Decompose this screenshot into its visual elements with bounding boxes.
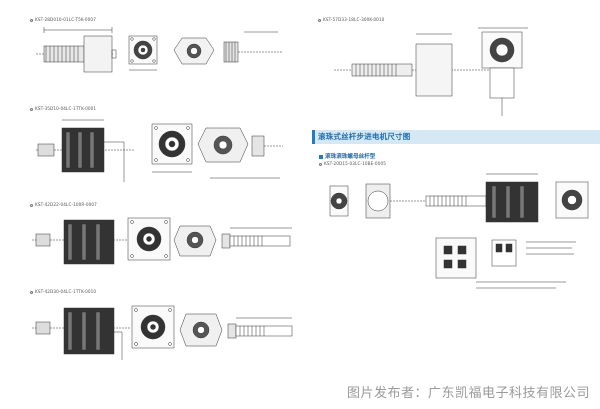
model-label-right-bottom: KST-20D15-03LC-10BE-0005 <box>319 161 386 166</box>
model-label-4-text: KST-42D30-04LC-1TTK-0010 <box>35 289 97 294</box>
model-label-right-bottom-text: KST-20D15-03LC-10BE-0005 <box>324 161 386 166</box>
bullet-icon <box>318 18 321 22</box>
model-label-right-top-text: KST-57D33-18LC-300K-0010 <box>323 17 385 22</box>
bullet-icon <box>30 290 33 294</box>
motor-drawing-4-svg <box>32 305 293 360</box>
motor-drawing-right-bottom-svg <box>329 173 589 289</box>
motor-drawing-1 <box>34 24 284 86</box>
motor-drawing-right-bottom <box>326 168 596 298</box>
motor-drawing-2-svg <box>36 119 283 182</box>
motor-drawing-right-top <box>332 24 572 120</box>
square-bullet-icon <box>319 154 323 159</box>
motor-drawing-2 <box>34 112 284 192</box>
sub-title-text: 滚珠滚珠螺母丝杆型 <box>325 154 376 160</box>
motor-drawing-1-svg <box>36 27 282 73</box>
model-label-4: KST-42D30-04LC-1TTK-0010 <box>30 289 96 294</box>
section-title: 滚珠式丝杆步进电机尺寸图 <box>318 132 411 141</box>
model-label-1-text: KST-28D010-01LC-T5K-0007 <box>35 17 96 22</box>
motor-drawing-3 <box>30 208 300 278</box>
model-label-right-top: KST-57D33-18LC-300K-0010 <box>318 17 384 22</box>
motor-drawing-3-svg <box>32 217 292 265</box>
model-label-3-text: KST-42D22-04LC-100R-0007 <box>35 202 97 207</box>
model-label-3: KST-42D22-04LC-100R-0007 <box>30 202 97 207</box>
sub-title: 滚珠滚珠螺母丝杆型 <box>319 152 375 160</box>
bullet-icon <box>30 18 33 22</box>
section-title-bar <box>312 130 600 144</box>
publisher-watermark: 图片发布者：广东凯福电子科技有限公司 <box>346 386 590 401</box>
motor-drawing-4 <box>30 296 300 368</box>
bullet-icon <box>30 107 33 111</box>
motor-drawing-right-top-svg <box>334 27 528 116</box>
model-label-2: KST-35D10-04LC-1TTK-0001 <box>30 106 96 111</box>
bullet-icon <box>319 162 322 166</box>
bullet-icon <box>30 203 33 207</box>
model-label-1: KST-28D010-01LC-T5K-0007 <box>30 17 96 22</box>
model-label-2-text: KST-35D10-04LC-1TTK-0001 <box>35 106 97 111</box>
